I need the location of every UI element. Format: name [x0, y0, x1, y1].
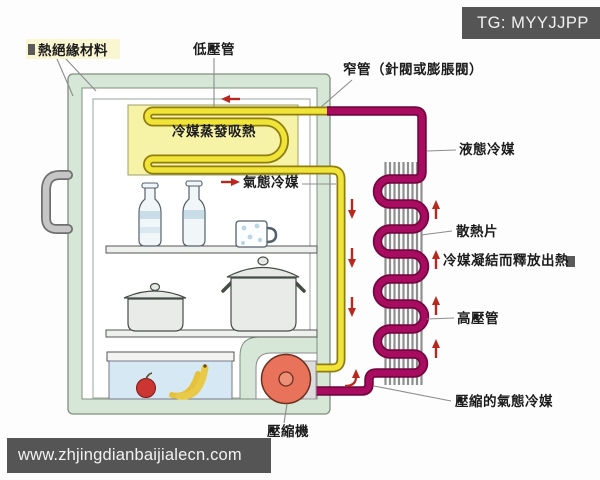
- compressed-gas-label: 壓縮的氣態冷媒: [455, 394, 553, 409]
- watermark-artifact: [28, 44, 35, 55]
- crisper-drawer: [106, 351, 235, 400]
- large-pot-icon: [221, 256, 306, 332]
- evaporator-coil: [143, 106, 346, 373]
- apple-icon: [136, 372, 156, 398]
- bottle-icon: [182, 180, 206, 247]
- bottle-icon: [138, 182, 162, 247]
- watermark-artifact: [566, 256, 575, 267]
- compressor-unit: [260, 353, 317, 405]
- small-pot-icon: [123, 282, 187, 332]
- fridge-shelves: [105, 245, 318, 338]
- insulation-label: 熱絕緣材料: [38, 43, 108, 58]
- low-pressure-pipe-label: 低壓管: [193, 42, 235, 57]
- narrow-tube-label: 窄管（針閥或膨脹閥）: [343, 62, 483, 77]
- evaporator-label: 冷媒蒸發吸熱: [172, 124, 256, 139]
- high-pressure-pipe-label: 高壓管: [457, 311, 499, 326]
- flow-arrows: [221, 95, 440, 388]
- compressor-label: 壓縮機: [267, 424, 309, 439]
- banana-icon: [169, 364, 209, 400]
- heat-sink-fins-label: 散熱片: [456, 224, 498, 239]
- telegram-watermark-badge: TG: MYYJJPP: [462, 7, 600, 39]
- gaseous-refrigerant-label: 氣態冷媒: [243, 175, 299, 190]
- label-highlight: [26, 39, 120, 59]
- website-watermark-bar: www.zhjingdianbaijialecn.com: [7, 438, 271, 473]
- mug-icon: [235, 220, 278, 248]
- condense-release-heat-label: 冷媒凝結而釋放出熱: [443, 253, 569, 268]
- liquid-refrigerant-label: 液態冷媒: [459, 142, 515, 157]
- door-handle-icon: [41, 170, 73, 234]
- leader-lines: [56, 58, 457, 424]
- condenser-coil: [300, 106, 430, 396]
